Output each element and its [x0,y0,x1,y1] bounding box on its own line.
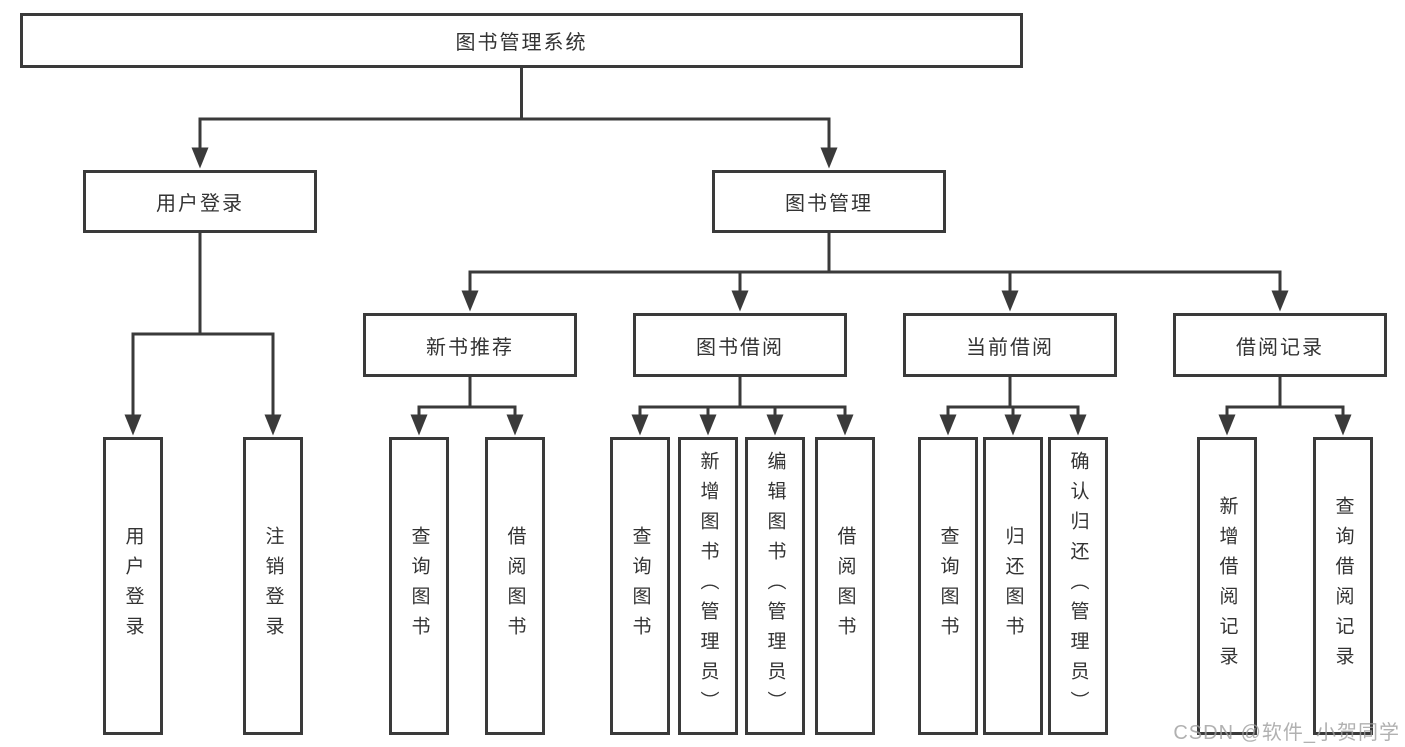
leaf-current-query-books: 查询图书 [918,437,978,735]
leaf-current-confirm-return-admin: 确认归还（管理员） [1048,437,1108,735]
leaf-newbook-query-books: 查询图书 [389,437,449,735]
leaf-records-add-record: 新增借阅记录 [1197,437,1257,735]
node-user-login: 用户登录 [83,170,317,233]
leaf-logout: 注销登录 [243,437,303,735]
leaf-borrow-query-books: 查询图书 [610,437,670,735]
leaf-borrow-borrow-books: 借阅图书 [815,437,875,735]
leaf-newbook-borrow-books: 借阅图书 [485,437,545,735]
leaf-borrow-edit-books-admin: 编辑图书（管理员） [745,437,805,735]
watermark: CSDN @软件_小贺同学 [1173,722,1400,744]
node-borrow-records: 借阅记录 [1173,313,1387,377]
node-current-borrow: 当前借阅 [903,313,1117,377]
node-book-management: 图书管理 [712,170,946,233]
node-library-system: 图书管理系统 [20,13,1023,68]
leaf-current-return-books: 归还图书 [983,437,1043,735]
leaf-user-login: 用户登录 [103,437,163,735]
node-new-book-recommend: 新书推荐 [363,313,577,377]
leaf-borrow-add-books-admin: 新增图书（管理员） [678,437,738,735]
node-book-borrow: 图书借阅 [633,313,847,377]
leaf-records-query-record: 查询借阅记录 [1313,437,1373,735]
